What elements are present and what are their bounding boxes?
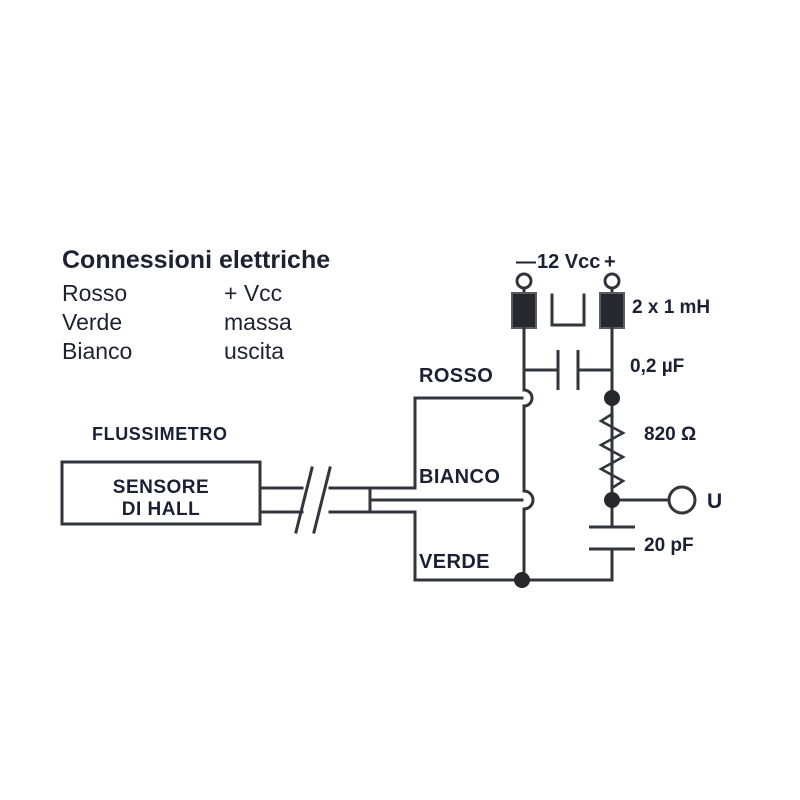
output-capacitor-value-label: 20 pF [644, 535, 694, 556]
supply-terminal-negative[interactable] [515, 272, 533, 290]
inductor-value-label: 2 x 1 mH [632, 297, 710, 318]
legend-function-bianco: uscita [224, 338, 284, 364]
flowmeter-title: FLUSSIMETRO [92, 424, 228, 444]
sensor-cable [258, 466, 372, 534]
legend-function-rosso: + Vcc [224, 280, 282, 306]
flowmeter-sensor-group: FLUSSIMETRO SENSORE DI HALL [60, 424, 372, 534]
wire-label-verde: VERDE [419, 551, 490, 573]
resistor-zigzag [598, 404, 626, 496]
supply-input-group: — 12 Vcc + [515, 251, 621, 297]
supply-rails [522, 326, 614, 582]
output-capacitor-group: 20 pF [589, 498, 694, 582]
junction-dots [514, 390, 620, 588]
hall-sensor-label-line2: DI HALL [122, 499, 200, 520]
output-terminal-group: U [610, 485, 722, 515]
junction-dot-output-node [604, 492, 620, 508]
wire-label-rosso: ROSSO [419, 365, 493, 387]
inductor-right [599, 292, 625, 329]
supply-minus-sign: — [516, 251, 536, 273]
filter-capacitor-value-label: 0,2 µF [630, 356, 684, 377]
wire-hop-rosso [522, 388, 534, 408]
resistor-value-label: 820 Ω [644, 424, 696, 445]
supply-plus-sign: + [604, 251, 616, 273]
junction-dot-ground-node [514, 572, 530, 588]
filter-capacitor-group: 0,2 µF [522, 350, 684, 390]
supply-voltage-label: 12 Vcc [537, 251, 600, 273]
inductor-core-bracket [550, 293, 586, 327]
wire-harness: ROSSO BIANCO VERDE [368, 365, 524, 582]
wire-hop-bianco [522, 489, 535, 511]
junction-dot-supply-node [604, 390, 620, 406]
output-label: U [707, 490, 722, 513]
inductor-pair-group: 2 x 1 mH [511, 292, 710, 329]
output-terminal[interactable] [667, 485, 697, 515]
inductor-left [511, 292, 537, 329]
legend-wire-rosso: Rosso [62, 280, 127, 306]
wire-label-bianco: BIANCO [419, 466, 500, 488]
resistor-group: 820 Ω [598, 404, 696, 496]
legend-function-verde: massa [224, 309, 292, 335]
supply-terminal-positive[interactable] [603, 272, 621, 290]
legend-wire-verde: Verde [62, 309, 122, 335]
hall-sensor-label-line1: SENSORE [113, 477, 209, 498]
legend-heading: Connessioni elettriche [62, 246, 330, 274]
hall-sensor-box [60, 460, 262, 526]
legend-wire-bianco: Bianco [62, 338, 132, 364]
cable-break-icon [294, 466, 332, 534]
connections-legend: Connessioni elettriche Rosso + Vcc Verde… [62, 246, 330, 364]
